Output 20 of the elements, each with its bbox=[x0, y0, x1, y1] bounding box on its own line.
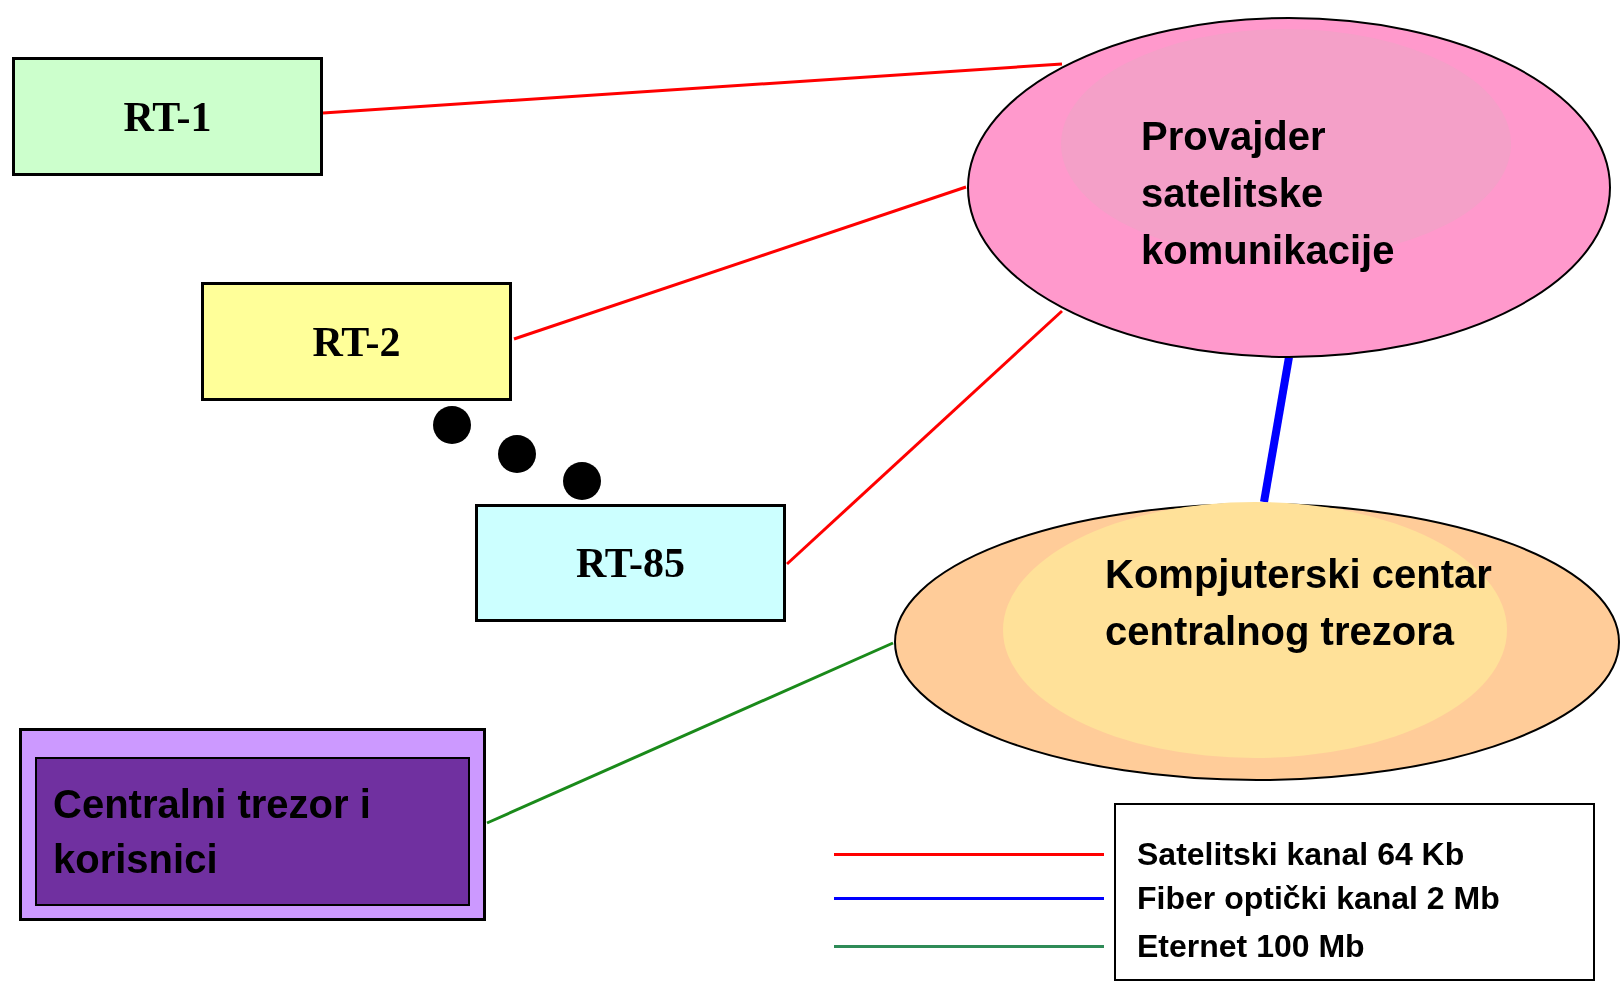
station-label: RT-2 bbox=[312, 317, 401, 366]
station-box bbox=[12, 57, 323, 176]
legend-label: Fiber optički kanal 2 Mb bbox=[1137, 879, 1500, 918]
station-label: RT-1 bbox=[123, 92, 212, 141]
ellipse-node bbox=[893, 502, 1621, 782]
ellipse-node bbox=[966, 16, 1612, 359]
node-label: Provajder satelitske komunikacije bbox=[1141, 113, 1396, 274]
legend-label: Eternet 100 Mb bbox=[1137, 927, 1365, 966]
station-label: RT-85 bbox=[576, 539, 685, 587]
station-box bbox=[201, 282, 512, 401]
connector-line bbox=[322, 62, 1063, 115]
connector-line bbox=[1260, 356, 1293, 503]
station-box bbox=[475, 504, 786, 622]
legend-label: Satelitski kanal 64 Kb bbox=[1137, 835, 1465, 874]
connector-line bbox=[786, 309, 1063, 566]
connector-line bbox=[486, 641, 894, 825]
outer-box bbox=[19, 728, 486, 921]
node-label: Centralni trezor i korisnici bbox=[53, 781, 372, 883]
node-label: Kompjuterski centar centralnog trezora bbox=[1105, 551, 1493, 655]
connector-line bbox=[513, 185, 967, 341]
